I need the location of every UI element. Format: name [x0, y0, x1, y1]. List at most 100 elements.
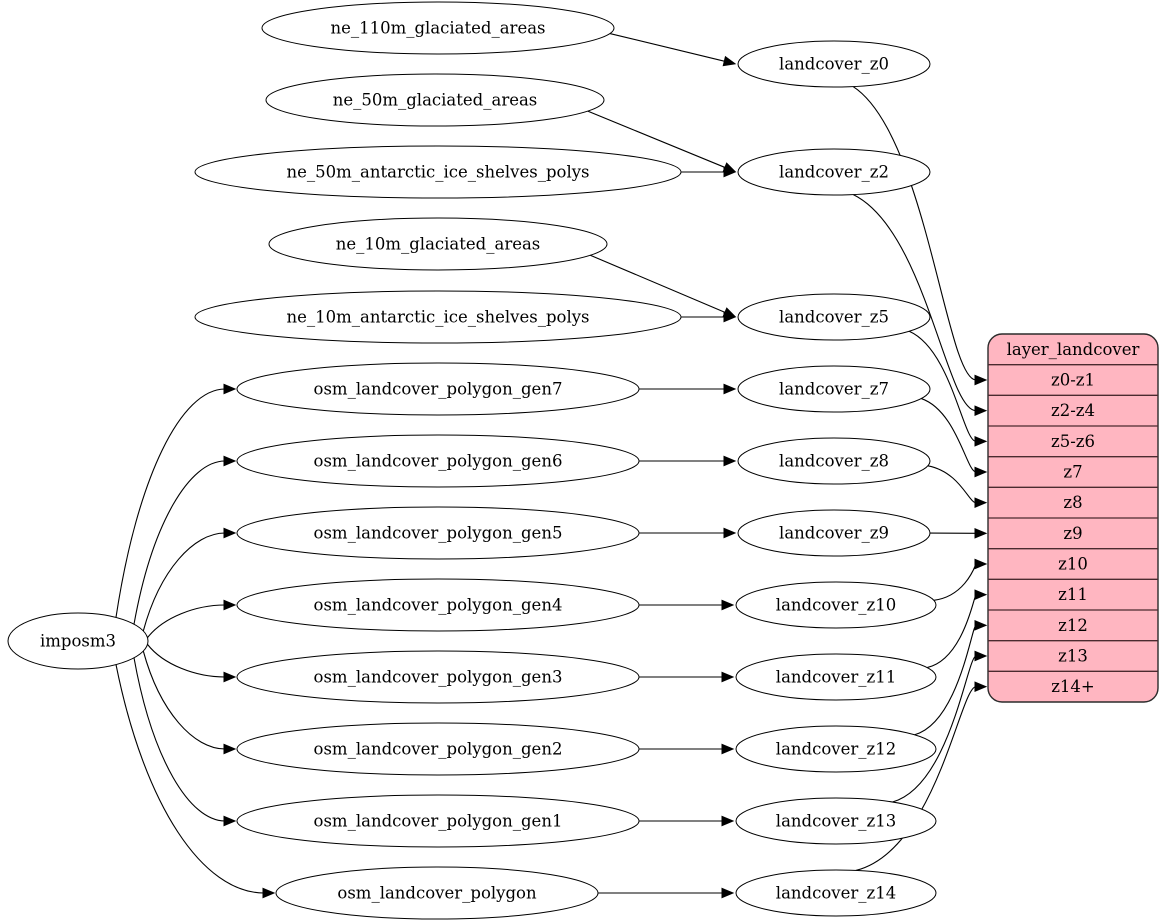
- graph-node-osm_landcover_polygon_gen3[interactable]: osm_landcover_polygon_gen3: [236, 650, 640, 704]
- node-label-imposm3: imposm3: [40, 632, 116, 651]
- node-shape-landcover_z7: [737, 365, 931, 413]
- edge-arrowhead: [974, 681, 988, 693]
- edge-landcover_z8-to-table-row-4: [927, 465, 977, 504]
- edge-arrowhead: [974, 619, 988, 631]
- node-shape-landcover_z8: [737, 437, 931, 485]
- node-shape-landcover_z5: [737, 293, 931, 341]
- graph-node-landcover_z7[interactable]: landcover_z7: [737, 365, 931, 413]
- edge-arrowhead: [262, 887, 276, 899]
- edge-ne_10m_glaciated_areas-to-landcover_z5: [590, 254, 727, 314]
- node-shape-ne_10m_antarctic_ice_shelves_polys: [194, 290, 682, 344]
- edge-arrowhead: [723, 166, 737, 178]
- edge-arrowhead: [721, 743, 735, 755]
- layer-table-row-z11[interactable]: z11: [1058, 585, 1088, 604]
- edge-arrowhead: [723, 383, 737, 395]
- node-label-osm_landcover_polygon_gen4: osm_landcover_polygon_gen4: [314, 596, 563, 615]
- graph-node-landcover_z2[interactable]: landcover_z2: [737, 148, 931, 196]
- edge-arrowhead: [223, 599, 237, 611]
- graph-node-imposm3[interactable]: imposm3: [7, 612, 149, 670]
- node-label-landcover_z5: landcover_z5: [779, 308, 889, 327]
- layer-table-row-z14+[interactable]: z14+: [1051, 677, 1095, 696]
- node-label-osm_landcover_polygon_gen1: osm_landcover_polygon_gen1: [314, 812, 563, 831]
- edge-arrowhead: [974, 405, 988, 417]
- edge-arrowhead: [974, 650, 988, 662]
- node-label-osm_landcover_polygon: osm_landcover_polygon: [337, 884, 537, 903]
- edge-landcover_z10-to-table-row-6: [933, 563, 977, 601]
- edge-arrowhead: [723, 527, 737, 539]
- node-shape-osm_landcover_polygon_gen3: [236, 650, 640, 704]
- node-shape-landcover_z11: [735, 653, 937, 701]
- edge-arrowhead: [974, 374, 988, 386]
- graph-node-ne_50m_antarctic_ice_shelves_polys[interactable]: ne_50m_antarctic_ice_shelves_polys: [194, 145, 682, 199]
- node-shape-osm_landcover_polygon_gen7: [236, 362, 640, 416]
- edge-arrowhead: [223, 383, 237, 395]
- edge-arrowhead: [974, 527, 988, 539]
- graph-node-osm_landcover_polygon_gen2[interactable]: osm_landcover_polygon_gen2: [236, 722, 640, 776]
- graph-node-landcover_z0[interactable]: landcover_z0: [737, 40, 931, 88]
- node-label-ne_50m_glaciated_areas: ne_50m_glaciated_areas: [333, 91, 538, 110]
- edge-arrowhead: [722, 55, 737, 67]
- layer-table-row-z2-z4[interactable]: z2-z4: [1051, 401, 1095, 420]
- graph-node-osm_landcover_polygon_gen7[interactable]: osm_landcover_polygon_gen7: [236, 362, 640, 416]
- edge-arrowhead: [223, 527, 237, 539]
- edge-arrowhead: [223, 671, 237, 683]
- node-shape-ne_50m_glaciated_areas: [265, 73, 605, 127]
- edge-arrowhead: [721, 887, 735, 899]
- edge-landcover_z14-to-table-row-10: [855, 686, 977, 871]
- node-shape-osm_landcover_polygon: [275, 866, 599, 920]
- node-label-landcover_z0: landcover_z0: [779, 55, 889, 74]
- node-shape-imposm3: [7, 612, 149, 670]
- edge-arrowhead: [974, 466, 988, 478]
- node-shape-ne_10m_glaciated_areas: [268, 217, 608, 271]
- graph-node-landcover_z11[interactable]: landcover_z11: [735, 653, 937, 701]
- graph-node-landcover_z5[interactable]: landcover_z5: [737, 293, 931, 341]
- graph-node-osm_landcover_polygon_gen1[interactable]: osm_landcover_polygon_gen1: [236, 794, 640, 848]
- node-label-ne_50m_antarctic_ice_shelves_polys: ne_50m_antarctic_ice_shelves_polys: [286, 163, 589, 182]
- graph-node-osm_landcover_polygon_gen6[interactable]: osm_landcover_polygon_gen6: [236, 434, 640, 488]
- layer-table-row-z8[interactable]: z8: [1063, 493, 1082, 512]
- edge-imposm3-to-osm_landcover_polygon_gen6: [133, 460, 226, 625]
- graph-node-ne_10m_glaciated_areas[interactable]: ne_10m_glaciated_areas: [268, 217, 608, 271]
- edge-imposm3-to-osm_landcover_polygon: [115, 664, 265, 894]
- edge-arrowhead: [723, 311, 737, 323]
- graph-node-ne_110m_glaciated_areas[interactable]: ne_110m_glaciated_areas: [261, 1, 615, 55]
- edge-arrowhead: [223, 815, 237, 827]
- graph-node-landcover_z10[interactable]: landcover_z10: [735, 581, 937, 629]
- node-label-ne_10m_glaciated_areas: ne_10m_glaciated_areas: [336, 235, 541, 254]
- graph-node-osm_landcover_polygon_gen5[interactable]: osm_landcover_polygon_gen5: [236, 506, 640, 560]
- edge-ne_50m_glaciated_areas-to-landcover_z2: [587, 110, 727, 169]
- layer-table-row-z10[interactable]: z10: [1058, 555, 1088, 574]
- node-shape-landcover_z10: [735, 581, 937, 629]
- layer-table-row-z9[interactable]: z9: [1063, 524, 1082, 543]
- layer-table-row-z13[interactable]: z13: [1058, 647, 1088, 666]
- node-shape-ne_50m_antarctic_ice_shelves_polys: [194, 145, 682, 199]
- node-label-landcover_z14: landcover_z14: [776, 884, 896, 903]
- edge-landcover_z13-to-table-row-9: [892, 655, 977, 803]
- graph-node-ne_50m_glaciated_areas[interactable]: ne_50m_glaciated_areas: [265, 73, 605, 127]
- node-shape-osm_landcover_polygon_gen6: [236, 434, 640, 488]
- node-shape-osm_landcover_polygon_gen4: [236, 578, 640, 632]
- node-shape-osm_landcover_polygon_gen2: [236, 722, 640, 776]
- edge-arrowhead: [721, 815, 735, 827]
- node-shape-landcover_z2: [737, 148, 931, 196]
- graph-node-landcover_z13[interactable]: landcover_z13: [735, 797, 937, 845]
- node-label-osm_landcover_polygon_gen3: osm_landcover_polygon_gen3: [314, 668, 563, 687]
- layer-table-row-z0-z1[interactable]: z0-z1: [1051, 371, 1095, 390]
- graph-node-landcover_z8[interactable]: landcover_z8: [737, 437, 931, 485]
- layer-table-row-z12[interactable]: z12: [1058, 616, 1088, 635]
- node-label-landcover_z7: landcover_z7: [779, 380, 889, 399]
- layer-table-row-z5-z6[interactable]: z5-z6: [1051, 432, 1095, 451]
- node-label-landcover_z2: landcover_z2: [779, 163, 889, 182]
- graph-node-landcover_z12[interactable]: landcover_z12: [735, 725, 937, 773]
- graph-node-landcover_z14[interactable]: landcover_z14: [735, 869, 937, 917]
- layer-table-row-z7[interactable]: z7: [1063, 463, 1082, 482]
- node-label-osm_landcover_polygon_gen5: osm_landcover_polygon_gen5: [314, 524, 563, 543]
- node-label-landcover_z13: landcover_z13: [776, 812, 896, 831]
- node-label-osm_landcover_polygon_gen6: osm_landcover_polygon_gen6: [314, 452, 563, 471]
- graph-node-osm_landcover_polygon[interactable]: osm_landcover_polygon: [275, 866, 599, 920]
- graph-node-landcover_z9[interactable]: landcover_z9: [737, 509, 931, 557]
- node-label-landcover_z11: landcover_z11: [776, 668, 896, 687]
- graph-node-osm_landcover_polygon_gen4[interactable]: osm_landcover_polygon_gen4: [236, 578, 640, 632]
- graph-node-ne_10m_antarctic_ice_shelves_polys[interactable]: ne_10m_antarctic_ice_shelves_polys: [194, 290, 682, 344]
- node-shape-osm_landcover_polygon_gen5: [236, 506, 640, 560]
